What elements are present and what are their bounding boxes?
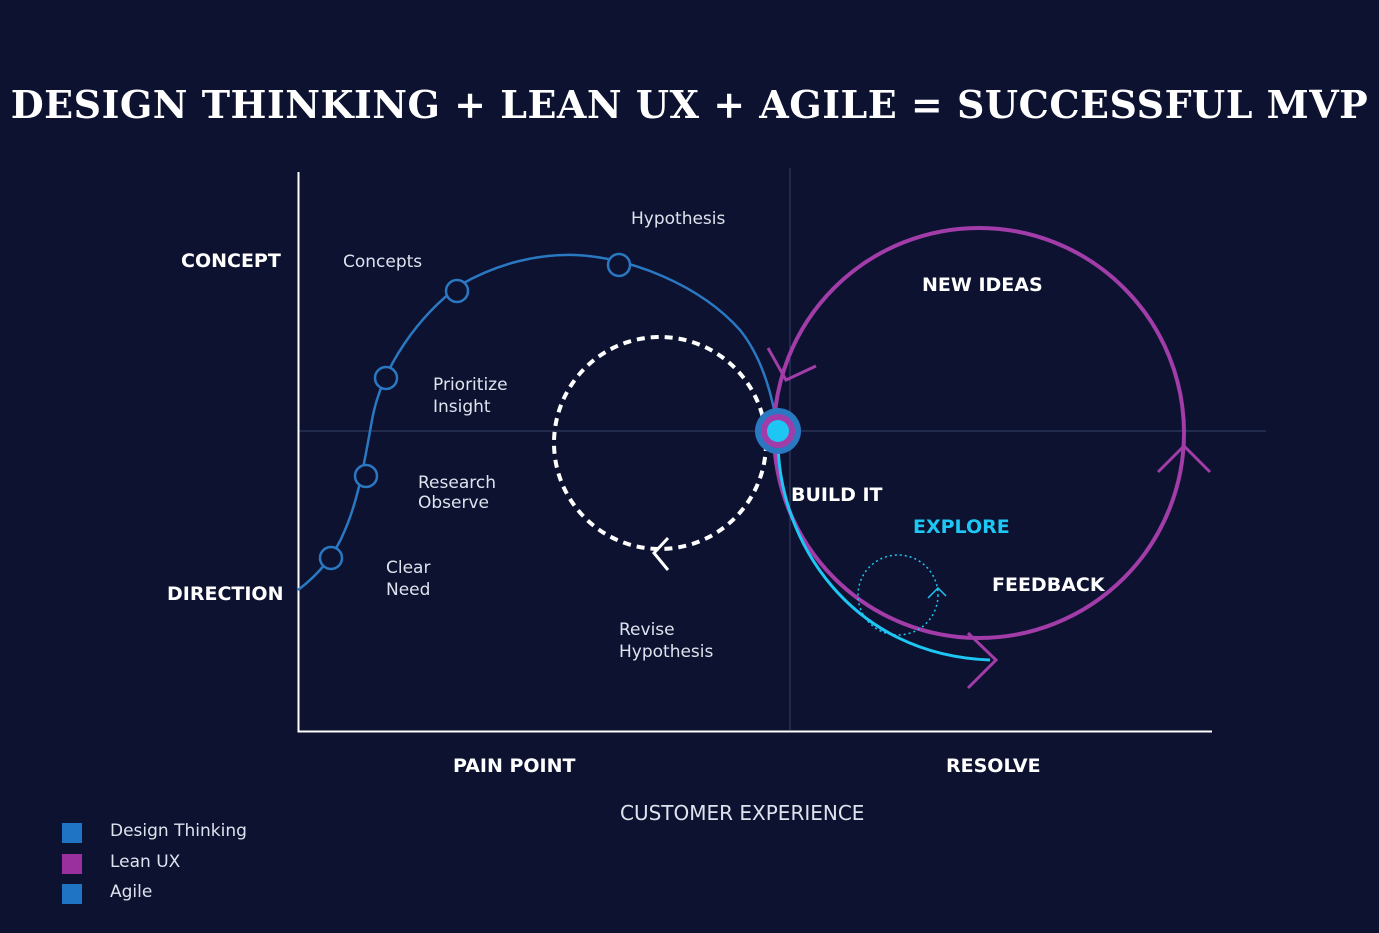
step-label-concepts: Concepts [343, 252, 422, 272]
legend-item-lean-ux: Lean UX [62, 849, 362, 880]
step-label-observe: Observe [418, 493, 489, 513]
legend: Design Thinking Lean UX Agile [62, 818, 362, 910]
step-label-revise: Revise [619, 620, 675, 640]
revise-loop-arrow [652, 536, 670, 571]
step-node-clear-need [318, 545, 344, 571]
step-label-prioritize: Prioritize [433, 375, 508, 395]
loop-label-explore: EXPLORE [913, 516, 1010, 538]
loop-label-feedback: FEEDBACK [992, 574, 1106, 596]
step-node-prioritize [373, 365, 399, 391]
legend-item-agile: Agile [62, 879, 362, 910]
legend-swatch-design-thinking [62, 823, 82, 843]
step-label-revise-hypothesis: Hypothesis [619, 642, 714, 662]
y-label-concept: CONCEPT [181, 250, 281, 272]
junction-node-core [767, 420, 789, 442]
legend-swatch-agile [62, 884, 82, 904]
revise-loop [552, 335, 768, 551]
step-label-need: Need [386, 580, 430, 600]
legend-item-design-thinking: Design Thinking [62, 818, 362, 849]
explore-loop-arrow [927, 586, 947, 599]
legend-label-agile: Agile [110, 882, 153, 902]
lean-ux-arrow-right [1156, 443, 1212, 474]
legend-label-design-thinking: Design Thinking [110, 821, 247, 841]
step-label-research: Research [418, 473, 496, 493]
x-label-pain-point: PAIN POINT [453, 755, 576, 777]
loop-label-new-ideas: NEW IDEAS [922, 274, 1043, 296]
step-label-insight: Insight [433, 397, 491, 417]
step-label-hypothesis: Hypothesis [631, 209, 726, 229]
lean-ux-arrow-top [766, 347, 817, 382]
x-axis-title: CUSTOMER EXPERIENCE [620, 801, 864, 825]
step-node-research [353, 463, 379, 489]
loop-label-build-it: BUILD IT [791, 484, 883, 506]
legend-label-lean-ux: Lean UX [110, 851, 181, 872]
legend-swatch-lean-ux [62, 853, 82, 874]
explore-loop [857, 554, 939, 636]
step-node-hypothesis [606, 252, 632, 278]
step-node-concepts [444, 278, 470, 304]
y-label-direction: DIRECTION [167, 583, 283, 605]
design-thinking-curve [297, 253, 780, 591]
step-label-clear: Clear [386, 558, 430, 578]
diagram-title: DESIGN THINKING + LEAN UX + AGILE = SUCC… [10, 82, 1369, 127]
x-label-resolve: RESOLVE [946, 755, 1041, 777]
lean-ux-arrow-bottom [966, 631, 999, 690]
agile-build-arc [776, 439, 991, 662]
